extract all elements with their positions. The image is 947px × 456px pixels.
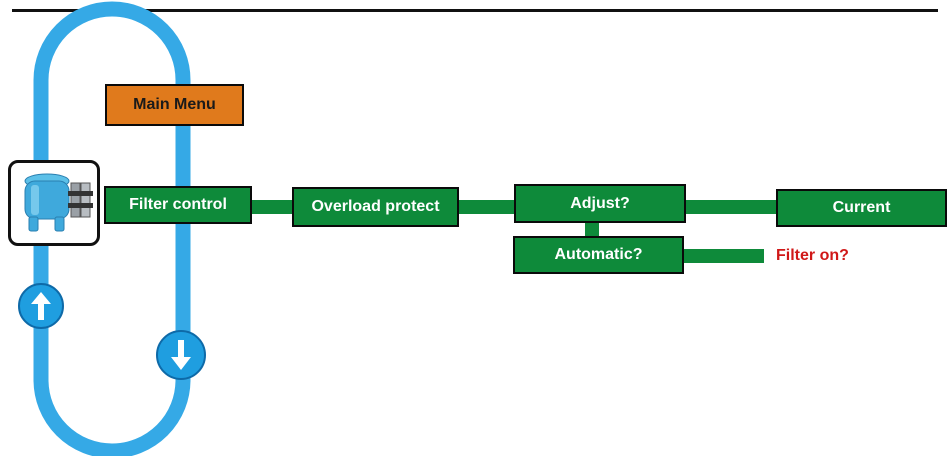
connector-filter-overload [252,200,292,214]
adjust-label: Adjust? [570,194,630,212]
overload-protect-box[interactable]: Overload protect [292,187,459,227]
filter-on-label: Filter on? [776,247,849,264]
scroll-down-button[interactable] [156,330,206,380]
scroll-up-button[interactable] [18,283,64,329]
arrow-up-icon [31,292,51,320]
main-menu-box[interactable]: Main Menu [105,84,244,126]
top-rule [12,9,938,12]
automatic-box[interactable]: Automatic? [513,236,684,274]
current-box[interactable]: Current [776,189,947,227]
arrow-down-icon [171,340,191,370]
connector-adjust-current [686,200,776,214]
filter-control-box[interactable]: Filter control [104,186,252,224]
connector-automatic-filteron [684,249,764,263]
automatic-label: Automatic? [554,246,643,263]
adjust-box[interactable]: Adjust? [514,184,686,223]
main-menu-label: Main Menu [133,96,216,113]
filter-control-label: Filter control [129,196,227,213]
overload-protect-label: Overload protect [311,198,440,215]
connector-overload-adjust [459,200,514,214]
pool-filter-pump-icon [24,173,93,232]
current-label: Current [832,199,891,216]
connector-adjust-automatic [585,221,599,238]
pump-frame [8,160,100,246]
